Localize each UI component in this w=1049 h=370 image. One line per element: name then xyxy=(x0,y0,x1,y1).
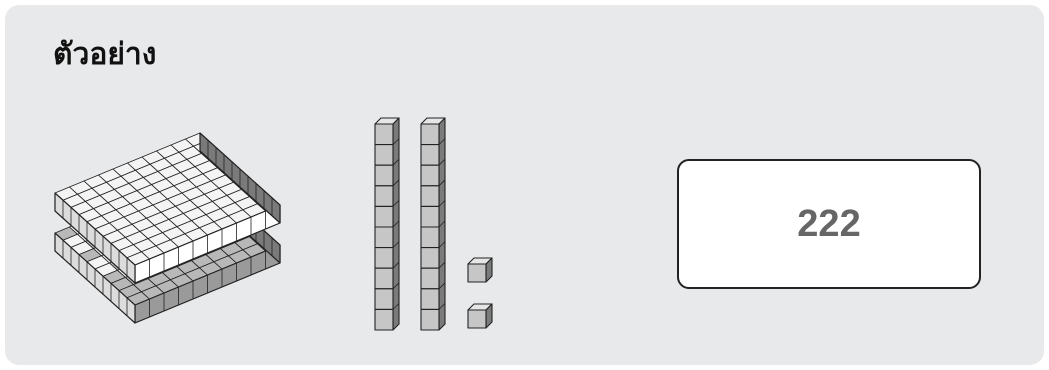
rod-unit xyxy=(421,165,439,186)
rod-unit xyxy=(375,309,393,330)
rod-unit xyxy=(421,227,439,248)
rod-unit xyxy=(421,248,439,269)
unit-cube-1 xyxy=(468,258,492,282)
rod-unit xyxy=(421,124,439,145)
rod-unit xyxy=(375,268,393,289)
rod-unit xyxy=(375,289,393,310)
rod-unit xyxy=(375,186,393,207)
ten-rod-2 xyxy=(421,118,445,330)
rod-unit xyxy=(421,206,439,227)
rod-unit xyxy=(421,289,439,310)
rod-unit xyxy=(421,145,439,166)
unit-cube-2 xyxy=(468,304,492,328)
rod-unit xyxy=(375,206,393,227)
answer-box: 222 xyxy=(677,159,981,289)
rod-unit xyxy=(421,309,439,330)
rod-unit xyxy=(375,165,393,186)
cube-front xyxy=(468,310,486,328)
rod-unit xyxy=(375,227,393,248)
rod-unit xyxy=(421,268,439,289)
cube-front xyxy=(468,264,486,282)
answer-value: 222 xyxy=(797,203,860,246)
rod-unit xyxy=(375,248,393,269)
rod-unit xyxy=(375,145,393,166)
rod-unit xyxy=(421,186,439,207)
rod-unit xyxy=(375,124,393,145)
ten-rod-1 xyxy=(375,118,399,330)
